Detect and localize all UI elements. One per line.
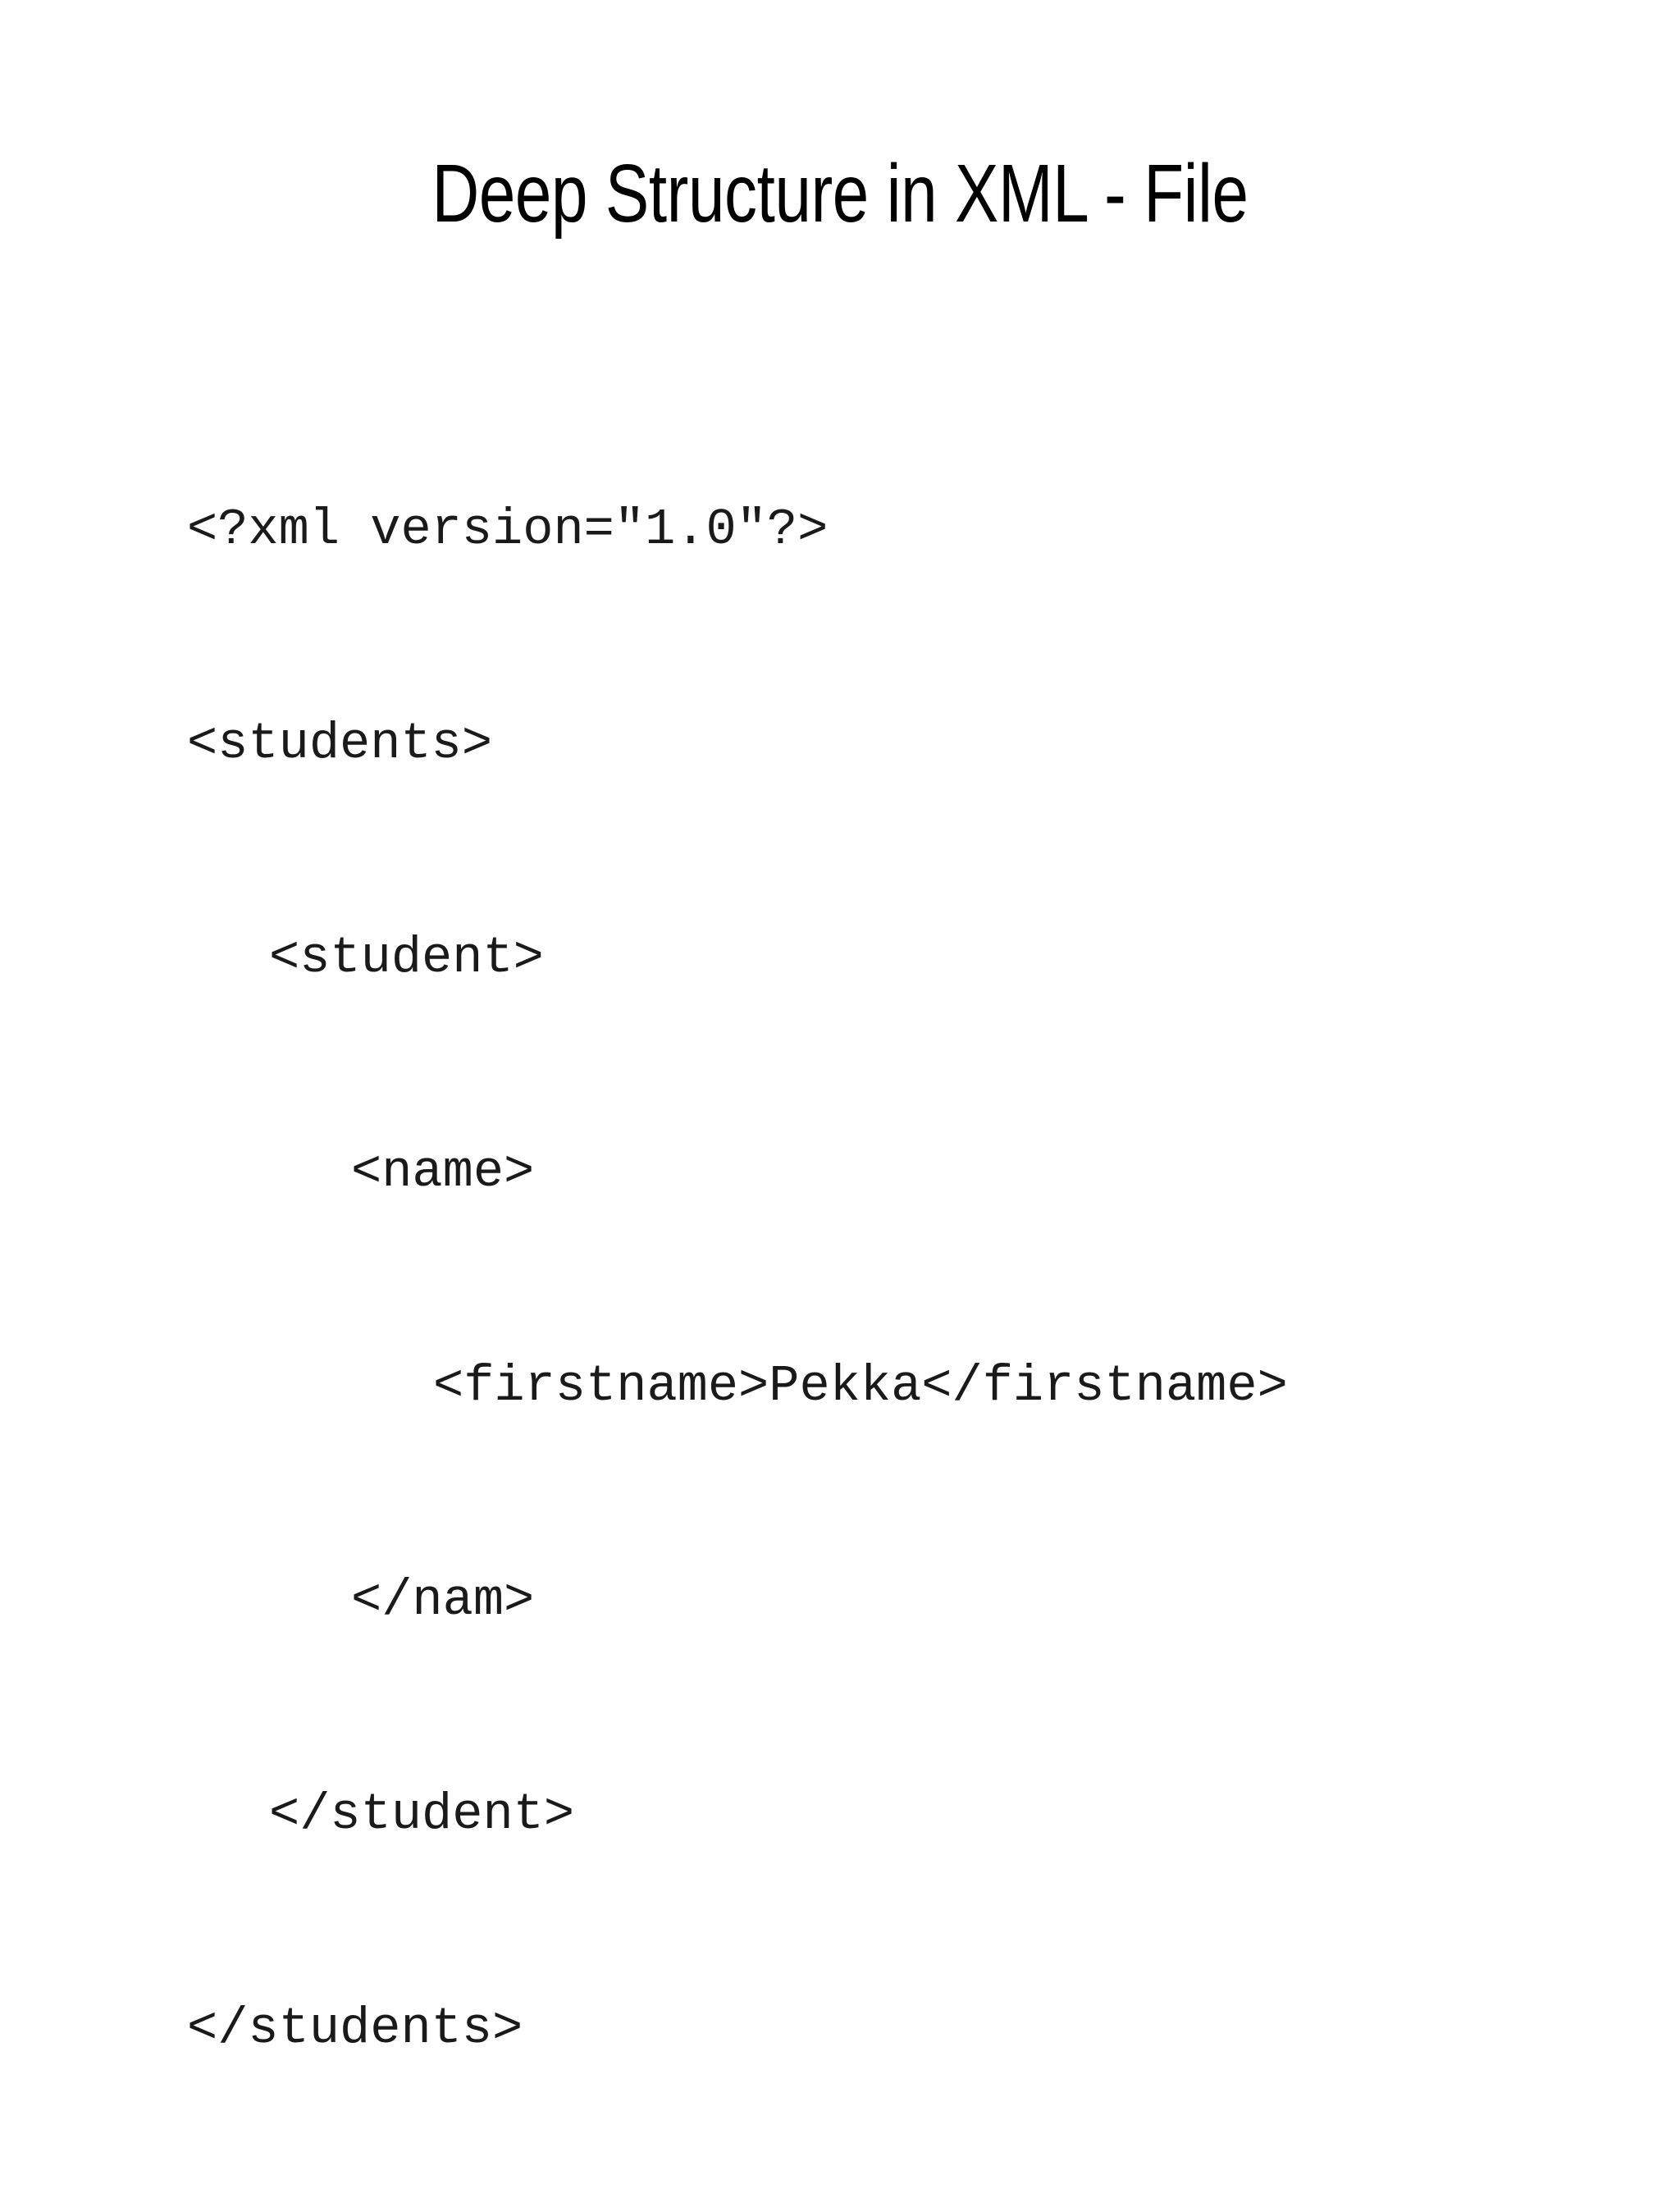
code-line: <name>	[351, 1143, 535, 1201]
code-line: <student>	[269, 929, 544, 987]
code-line: </student>	[269, 1785, 575, 1844]
page-title: Deep Structure in XML - File	[431, 148, 1249, 240]
code-line: <?xml version="1.0"?>	[187, 500, 829, 559]
code-line: <students>	[187, 715, 493, 773]
code-line: </students>	[187, 1999, 523, 2058]
slide: Deep Structure in XML - File <?xml versi…	[187, 148, 1288, 2058]
code-line: <firstname>Pekka</firstname>	[433, 1357, 1288, 1415]
xml-code-block: <?xml version="1.0"?> <students> <studen…	[187, 351, 1655, 2207]
code-line: </nam>	[351, 1571, 535, 1629]
